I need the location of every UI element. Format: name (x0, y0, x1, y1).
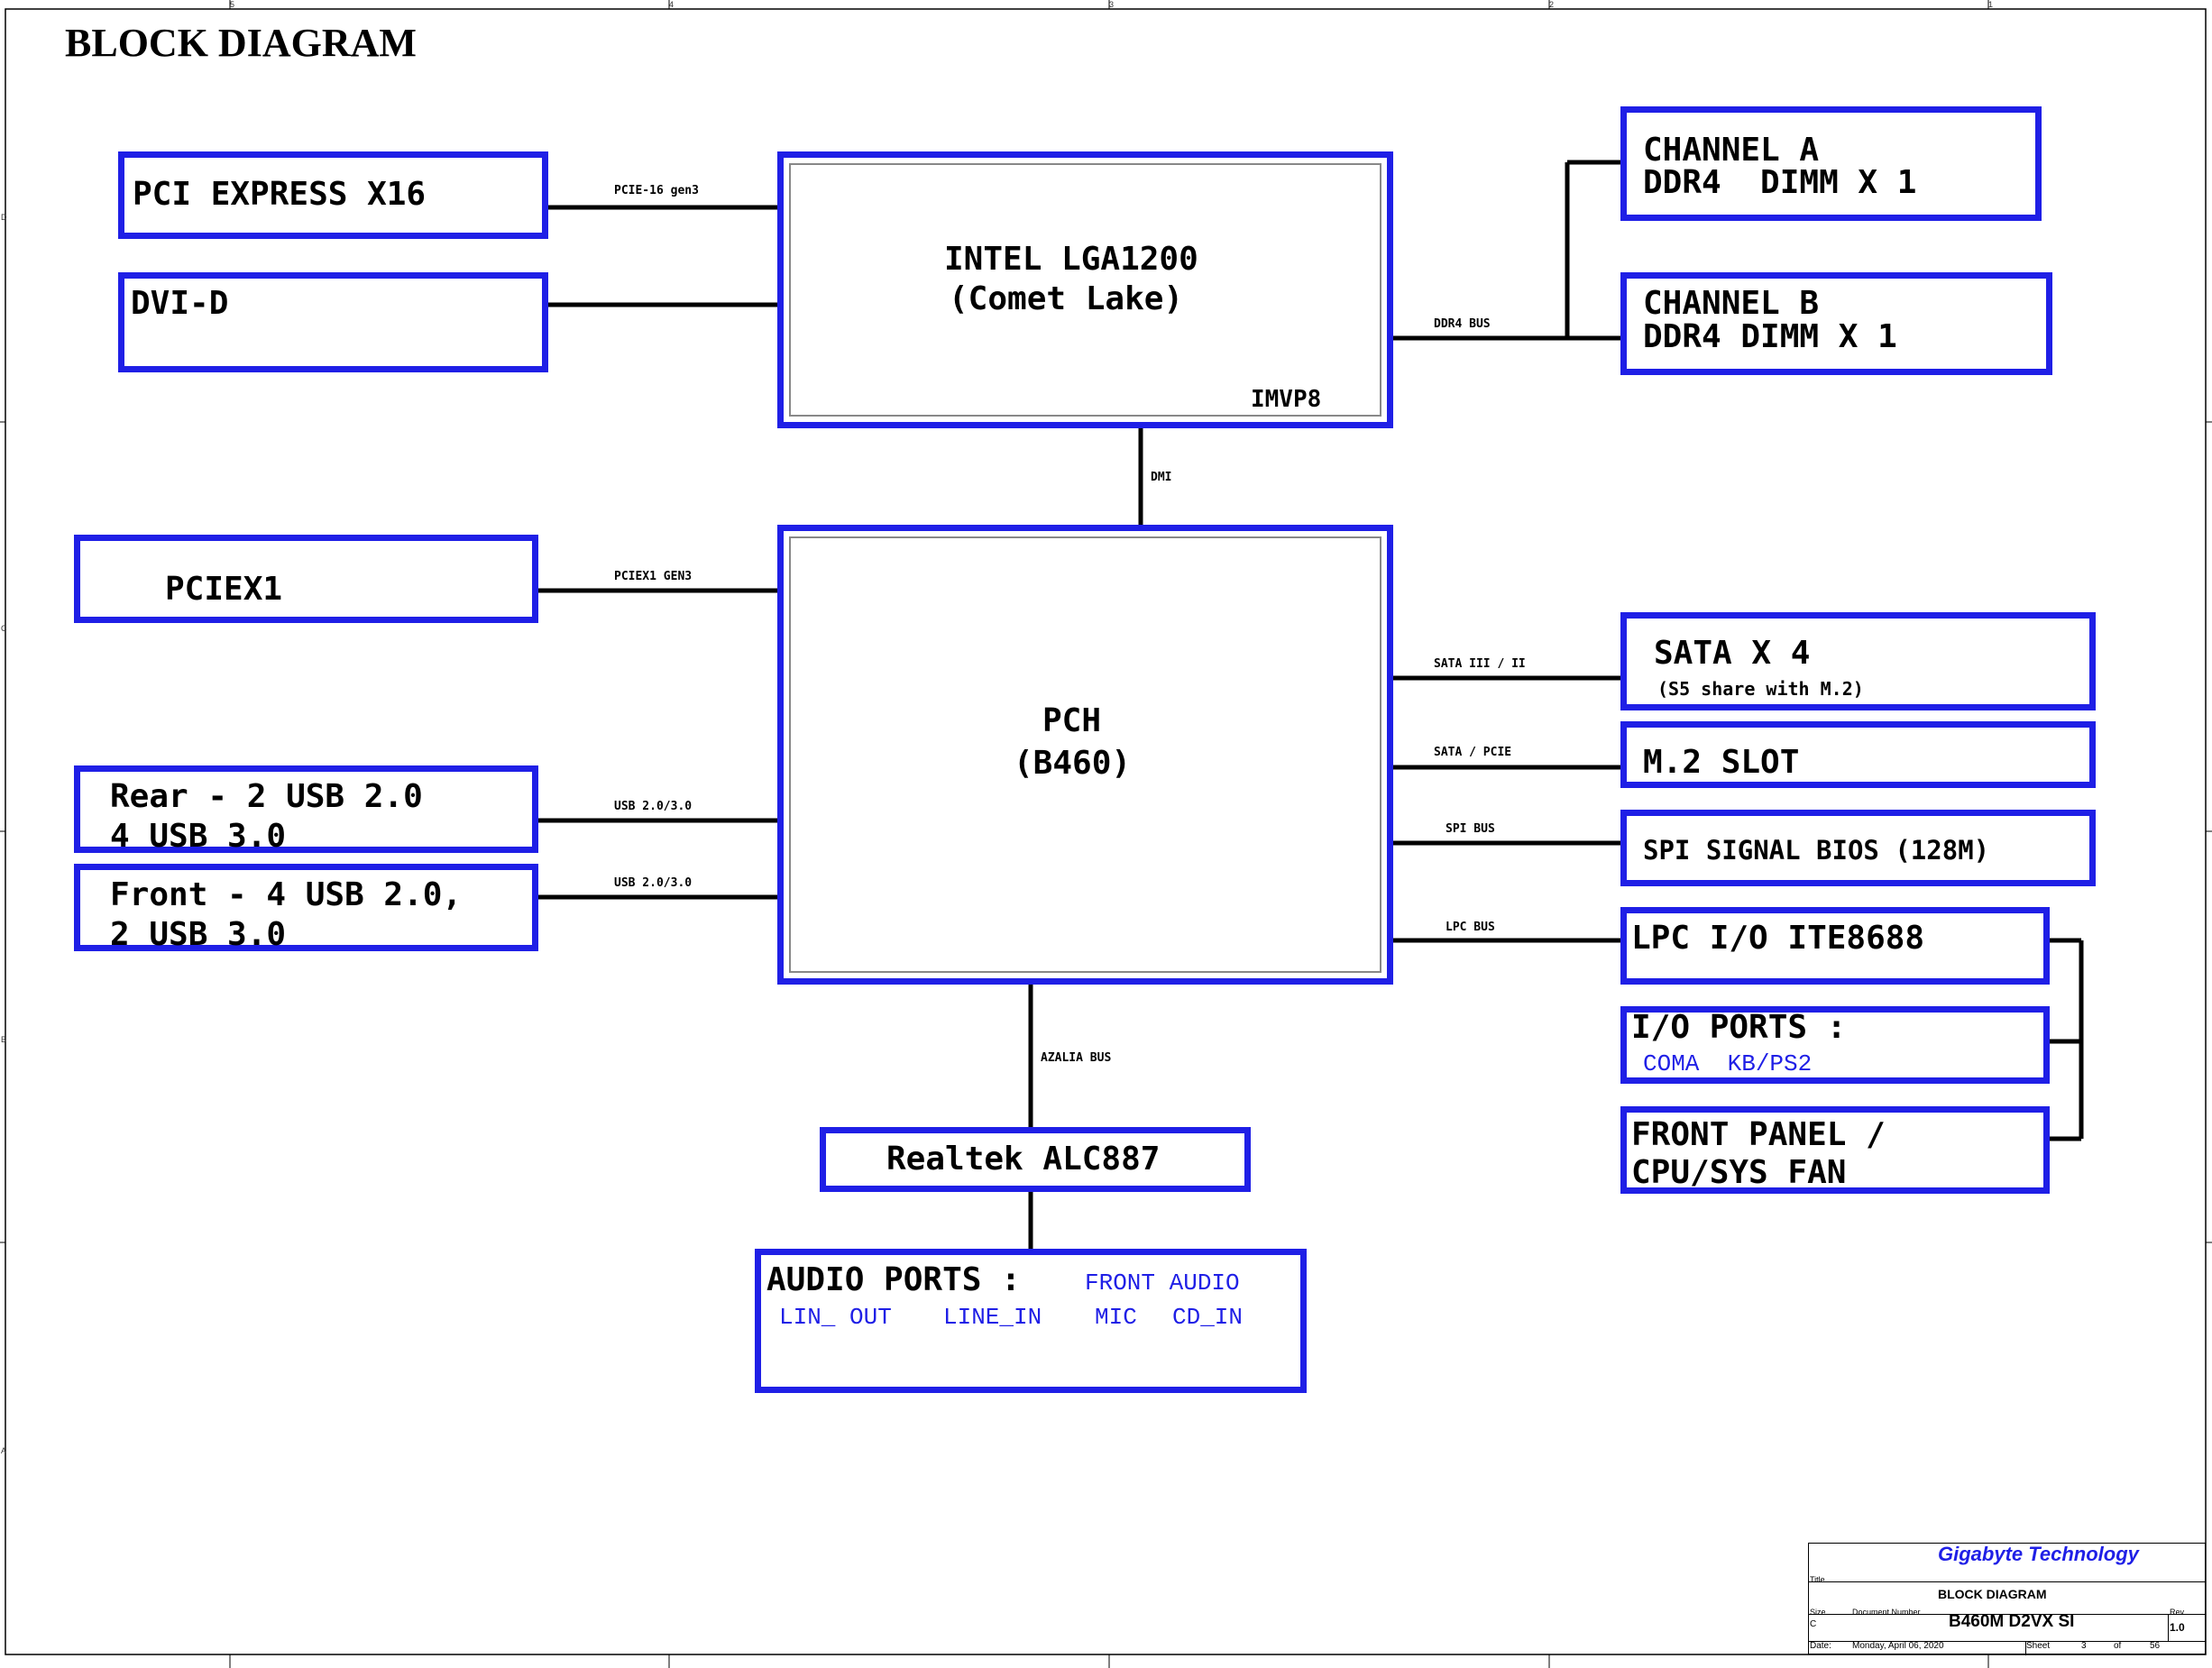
channel-a-label-line1: CHANNEL A (1643, 132, 1820, 169)
channel-b-block (1620, 272, 2052, 375)
title-block-title-label: Title (1810, 1575, 1825, 1584)
realtek-label: Realtek ALC887 (886, 1141, 1161, 1178)
channel-b-label-line2: DDR4 DIMM X 1 (1643, 318, 1897, 355)
title-block-divider-2 (1809, 1614, 2205, 1615)
zone-row-c: C (1, 624, 7, 633)
channel-a-block (1620, 106, 2042, 221)
rear-usb-label-line2: 4 USB 3.0 (110, 818, 287, 855)
realtek-block (820, 1127, 1251, 1192)
pch-inner-frame (789, 536, 1381, 973)
title-block-title-value: BLOCK DIAGRAM (1938, 1587, 2047, 1601)
cpu-block (777, 151, 1393, 428)
zone-col-4: 4 (669, 0, 675, 9)
front-usb-label-line2: 2 USB 3.0 (110, 916, 287, 953)
title-block-divider-3 (1809, 1641, 2205, 1642)
bus-label-sata: SATA III / II (1434, 657, 1526, 671)
cpu-inner-frame (789, 163, 1381, 417)
channel-b-label-line1: CHANNEL B (1643, 285, 1820, 322)
sata-label: SATA X 4 (1654, 635, 1811, 672)
bus-label-usb-rear: USB 2.0/3.0 (614, 800, 693, 813)
bus-label-azalia: AZALIA BUS (1041, 1051, 1112, 1065)
lpc-io-label: LPC I/O ITE8688 (1631, 920, 1925, 957)
pch-label-line2: (B460) (1014, 745, 1132, 782)
m2-slot-block (1620, 721, 2096, 788)
title-block-sheet-value: 3 (2081, 1641, 2087, 1651)
bus-label-usb-front: USB 2.0/3.0 (614, 876, 693, 890)
bus-label-pciex1: PCIEX1 GEN3 (614, 570, 693, 583)
front-usb-label-line1: Front - 4 USB 2.0, (110, 876, 463, 913)
page-title: BLOCK DIAGRAM (65, 21, 417, 65)
front-panel-label-line2: CPU/SYS FAN (1631, 1154, 1847, 1191)
title-block (1808, 1543, 2206, 1655)
zone-col-5: 5 (230, 0, 235, 9)
pcie16-block (118, 151, 548, 239)
title-block-size-label: Size (1810, 1608, 1826, 1617)
zone-row-b: B (1, 1035, 7, 1044)
title-block-rev-label: Rev (2170, 1608, 2185, 1617)
title-block-date-value: Monday, April 06, 2020 (1852, 1641, 1944, 1651)
audio-ports-label: AUDIO PORTS : (766, 1261, 1021, 1298)
audio-lin-out-label: LIN_ OUT (779, 1304, 892, 1331)
bus-label-pcie16: PCIE-16 gen3 (614, 184, 699, 197)
pciex1-block (74, 535, 538, 623)
title-block-docnum-value: B460M D2VX SI (1949, 1612, 2075, 1631)
pch-label-line1: PCH (1042, 702, 1102, 739)
title-block-of-value: 56 (2150, 1641, 2161, 1651)
zone-col-3: 3 (1109, 0, 1115, 9)
title-block-of-label: of (2114, 1641, 2122, 1651)
audio-mic-label: MIC (1095, 1304, 1137, 1331)
channel-a-label-line2: DDR4 DIMM X 1 (1643, 164, 1917, 201)
audio-cd-in-label: CD_IN (1172, 1304, 1244, 1331)
m2-slot-label: M.2 SLOT (1643, 744, 1800, 781)
title-block-date-label: Date: (1810, 1641, 1831, 1651)
sata-note: (S5 share with M.2) (1657, 678, 1864, 700)
dvi-label: DVI-D (131, 285, 229, 322)
cpu-imvp-label: IMVP8 (1251, 386, 1322, 413)
title-block-divider-5 (2025, 1641, 2026, 1655)
zone-row-d: D (1, 213, 7, 222)
io-ports-label: I/O PORTS : (1631, 1009, 1847, 1046)
bus-label-ddr4: DDR4 BUS (1434, 317, 1491, 331)
lpc-io-block (1620, 907, 2050, 985)
io-ports-block (1620, 1006, 2050, 1084)
cpu-label-line1: INTEL LGA1200 (944, 241, 1198, 278)
front-panel-block (1620, 1106, 2050, 1194)
cpu-label-line2: (Comet Lake) (949, 280, 1184, 317)
audio-line-in-label: LINE_IN (943, 1304, 1042, 1331)
front-panel-label-line1: FRONT PANEL / (1631, 1116, 1886, 1153)
pcie16-label: PCI EXPRESS X16 (133, 176, 427, 213)
title-block-divider-4 (2168, 1614, 2169, 1641)
sata-block (1620, 612, 2096, 710)
audio-front-label: FRONT AUDIO (1085, 1269, 1240, 1297)
io-ports-items: COMA KB/PS2 (1643, 1050, 1813, 1077)
title-block-company: Gigabyte Technology (1938, 1543, 2139, 1565)
bus-label-sata-pcie: SATA / PCIE (1434, 746, 1512, 759)
zone-col-1: 1 (1988, 0, 1994, 9)
front-usb-block (74, 864, 538, 951)
rear-usb-block (74, 765, 538, 853)
title-block-sheet-label: Sheet (2026, 1641, 2051, 1651)
pch-block (777, 525, 1393, 985)
bus-label-lpc: LPC BUS (1446, 921, 1495, 934)
zone-row-a: A (1, 1446, 7, 1455)
zone-col-2: 2 (1549, 0, 1555, 9)
spi-bios-label: SPI SIGNAL BIOS (128M) (1643, 835, 1990, 866)
title-block-docnum-label: Document Number (1852, 1608, 1921, 1617)
bus-label-spi: SPI BUS (1446, 822, 1495, 836)
rear-usb-label-line1: Rear - 2 USB 2.0 (110, 778, 423, 815)
pciex1-label: PCIEX1 (165, 571, 283, 608)
title-block-rev-value: 1.0 (2170, 1621, 2185, 1634)
bus-label-dmi: DMI (1151, 471, 1172, 484)
dvi-block (118, 272, 548, 372)
audio-ports-block (755, 1249, 1307, 1393)
spi-bios-block (1620, 810, 2096, 886)
title-block-divider-1 (1809, 1581, 2205, 1582)
title-block-size-value: C (1810, 1619, 1817, 1629)
